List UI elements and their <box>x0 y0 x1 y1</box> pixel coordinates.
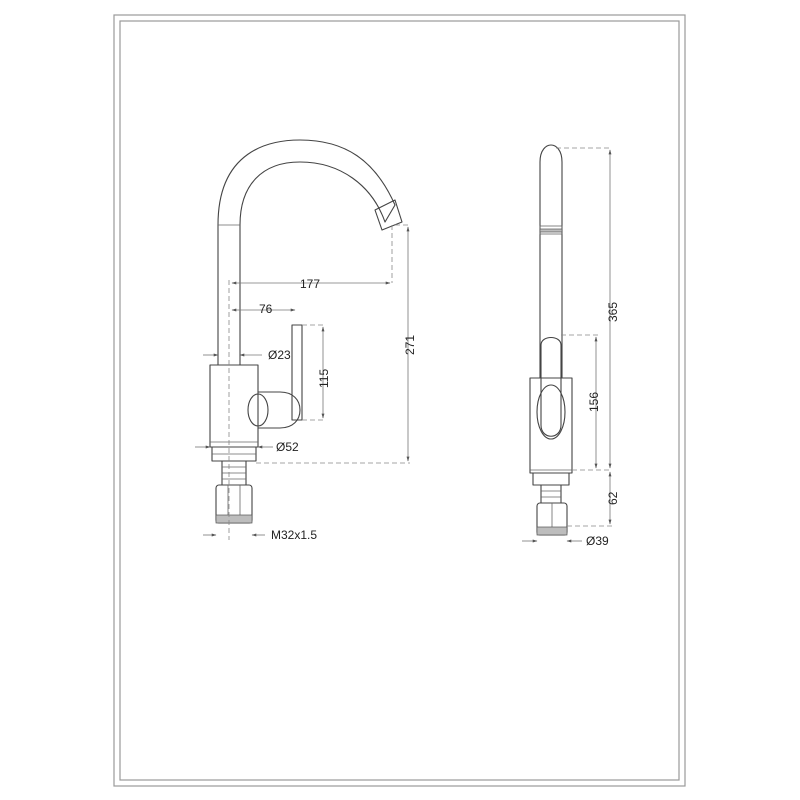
dim-handle-offset: 76 <box>259 302 273 316</box>
outer-frame <box>113 14 686 787</box>
side-body <box>529 377 573 474</box>
side-handle <box>540 336 562 437</box>
dim-handle-height: 115 <box>317 369 331 388</box>
inner-frame <box>119 20 680 781</box>
dim-thread: M32x1.5 <box>271 528 317 542</box>
dim-total-height: 271 <box>403 335 417 355</box>
side-view: 365 156 62 Ø39 <box>522 144 620 548</box>
handle-lever <box>291 324 303 421</box>
front-view: 177 76 Ø23 115 271 Ø52 M32x1.5 <box>195 139 417 542</box>
dim-spout-diameter: Ø23 <box>268 348 291 362</box>
side-dim-total-height: 365 <box>606 302 620 322</box>
faucet-body <box>209 364 259 448</box>
side-dim-connector-diameter: Ø39 <box>586 534 609 548</box>
spout <box>217 139 396 365</box>
dim-spout-reach: 177 <box>300 277 320 291</box>
threaded-connector <box>215 460 253 524</box>
spout-tip <box>374 199 403 231</box>
side-dim-body-height: 156 <box>587 392 601 412</box>
handle-hub <box>258 391 301 429</box>
side-spout <box>539 144 563 378</box>
side-dim-connector-height: 62 <box>606 491 620 505</box>
dim-body-diameter: Ø52 <box>276 440 299 454</box>
